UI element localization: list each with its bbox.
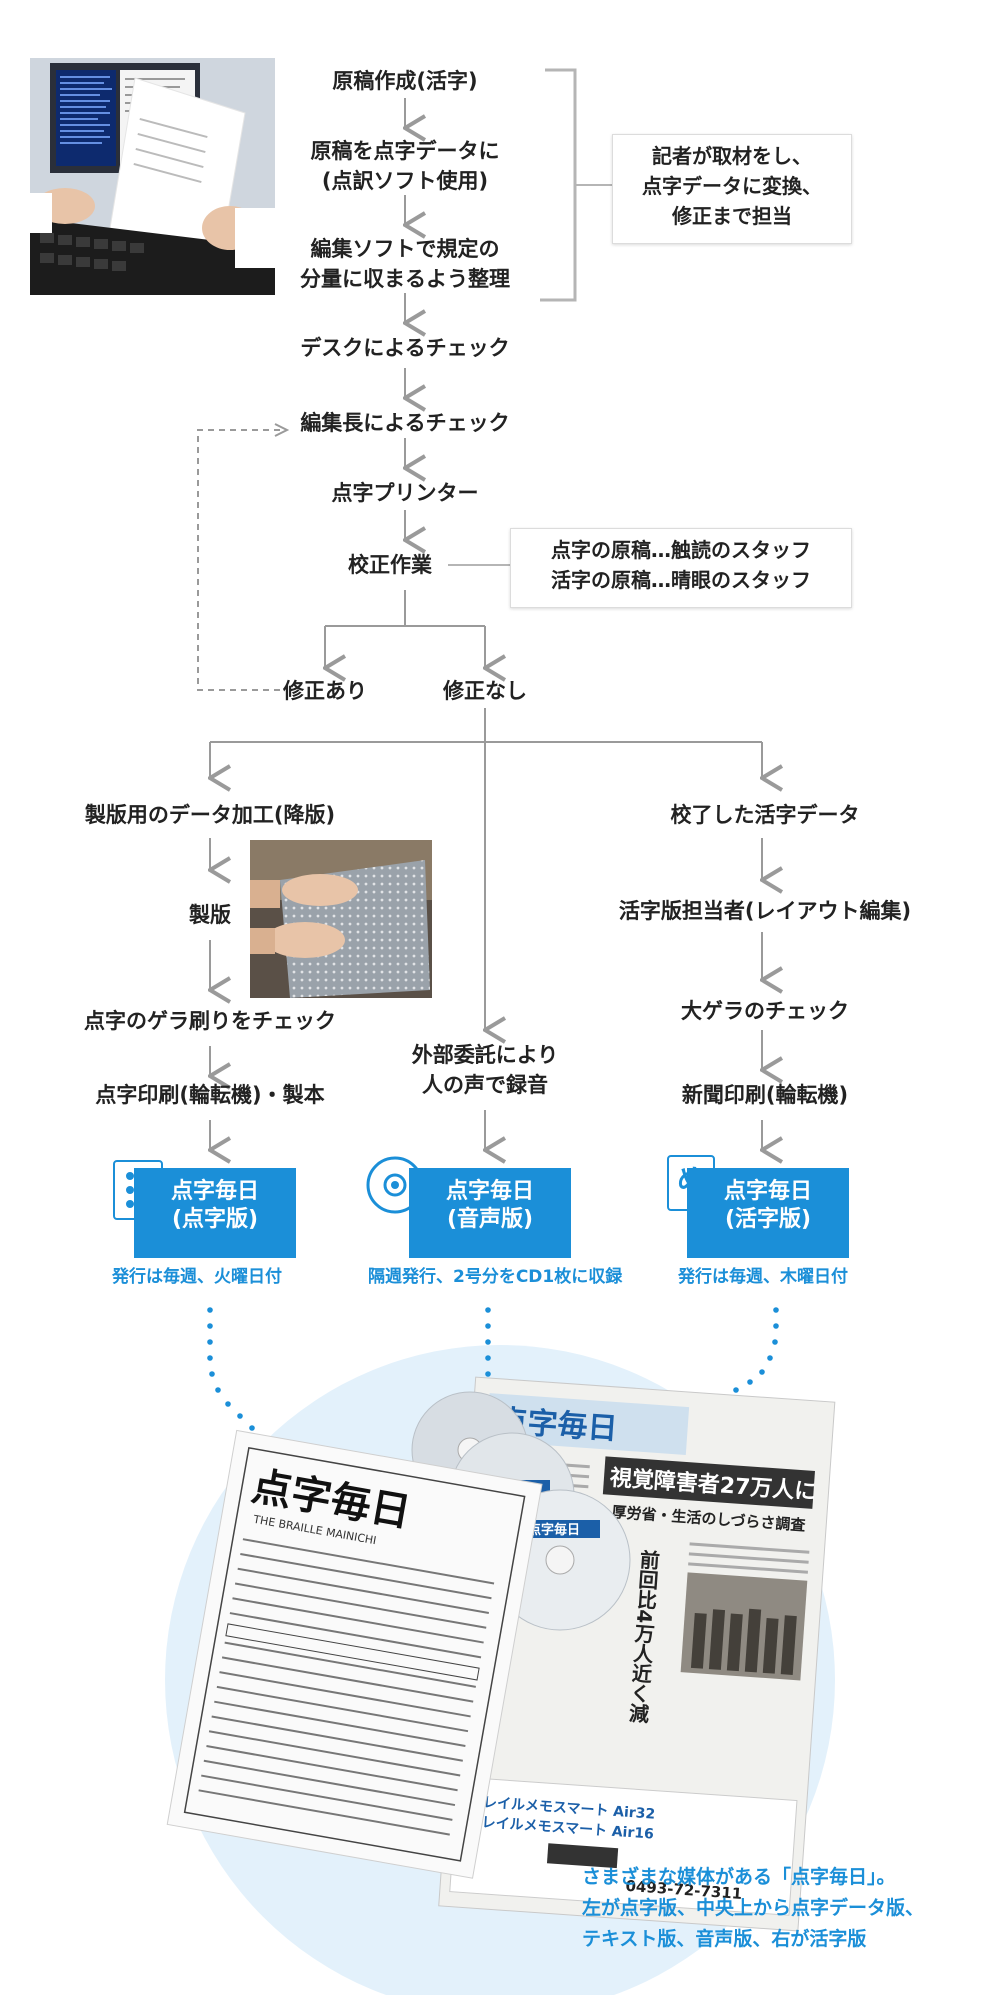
step-desk-check: デスクによるチェック [300, 336, 510, 360]
braille-step-platemaking: 製版 [189, 903, 231, 927]
branch-needs-fix: 修正あり [283, 679, 367, 703]
print-step-layout: 活字版担当者(レイアウト編集) [618, 899, 912, 923]
note-reporter: 記者が取材をし、点字データに変換、修正まで担当 [612, 134, 852, 244]
dashed-return-arrow-icon [197, 429, 280, 691]
braille-step-galley-check: 点字のゲラ刷りをチェック [84, 1009, 336, 1033]
step-edit-software: 編集ソフトで規定の分量に収まるよう整理 [300, 237, 510, 291]
branch-no-fix: 修正なし [443, 679, 527, 703]
step-proofreading: 校正作業 [348, 553, 432, 577]
step-editor-check: 編集長によるチェック [300, 411, 510, 435]
braille-step-printing: 点字印刷(輪転機)・製本 [95, 1083, 325, 1107]
badge-audio-edition: 点字毎日(音声版) [409, 1168, 571, 1258]
audio-schedule: 隔週発行、2号分をCD1枚に収録 [368, 1267, 623, 1287]
badge-print-edition: 点字毎日(活字版) [687, 1168, 849, 1258]
photo-braille-editing [30, 58, 275, 295]
svg-text:点字毎日: 点字毎日 [528, 1522, 580, 1538]
braille-schedule: 発行は毎週、火曜日付 [112, 1267, 282, 1287]
bracket [540, 68, 577, 302]
step-braille-printer: 点字プリンター [331, 481, 479, 505]
print-schedule: 発行は毎週、木曜日付 [678, 1267, 848, 1287]
photo-caption: さまざまな媒体がある「点字毎日」。左が点字版、中央上から点字データ版、テキスト版… [582, 1866, 925, 1950]
braille-step-data-processing: 製版用のデータ加工(降版) [84, 803, 336, 827]
print-step-final-data: 校了した活字データ [670, 803, 860, 827]
step-draft: 原稿作成(活字) [332, 69, 478, 93]
branch-split [324, 590, 486, 668]
step-convert-braille: 原稿を点字データに(点訳ソフト使用) [310, 139, 500, 193]
photo-braille-plate [250, 840, 432, 998]
note-proofreading: 点字の原稿…触読のスタッフ活字の原稿…晴眼のスタッフ [510, 528, 852, 608]
print-step-galley-check: 大ゲラのチェック [681, 999, 849, 1023]
badge-braille-edition: 点字毎日(点字版) [134, 1168, 296, 1258]
publications-illustration: 点字毎日 視覚障害者27万人に 厚労省・生活のしづらさ調査 前回比4万人近く減 … [165, 1307, 836, 1995]
print-step-press: 新聞印刷(輪転機) [681, 1083, 849, 1107]
audio-step-recording: 外部委託により人の声で録音 [411, 1043, 559, 1097]
